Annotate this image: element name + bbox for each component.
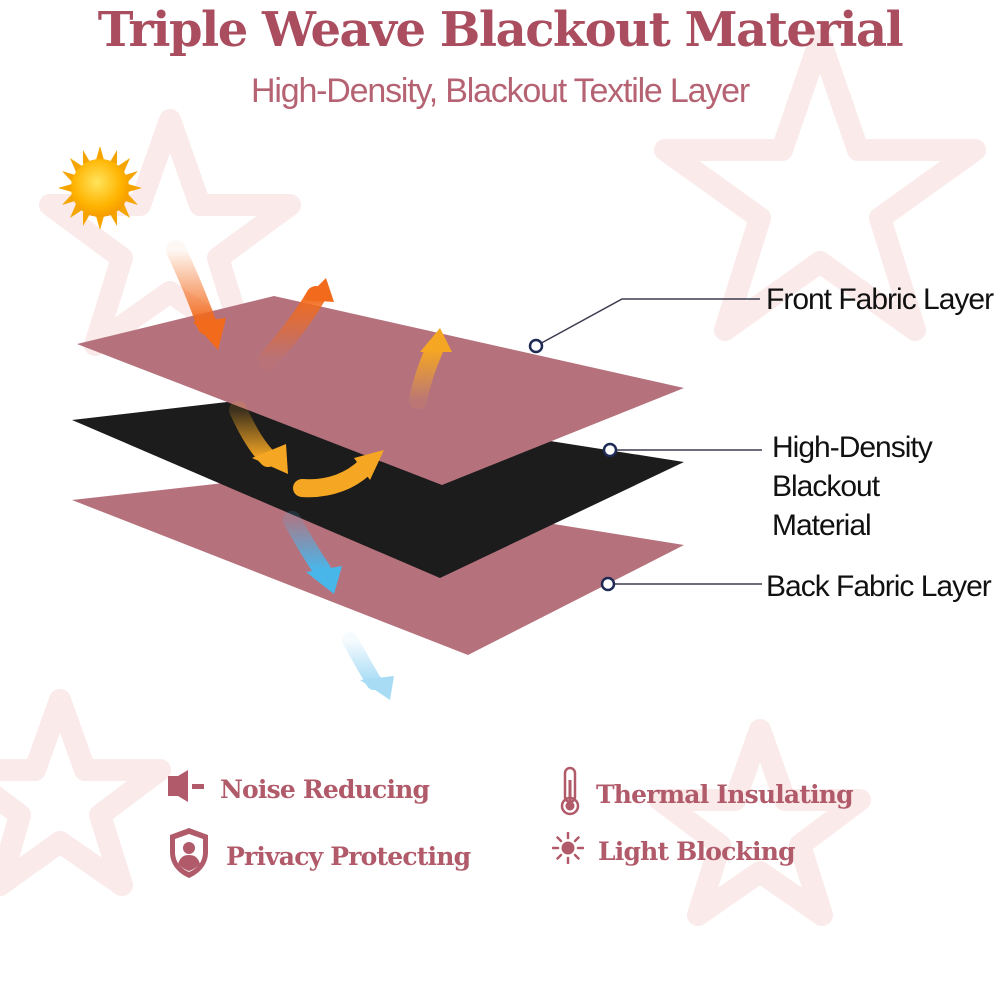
feature-thermal-insulating: Thermal Insulating [558, 766, 854, 822]
blackout-material-label: High-Density Blackout Material [772, 431, 933, 542]
heat-arrow-icon [258, 278, 334, 370]
shield-user-icon [166, 826, 212, 886]
back-layer-marker [600, 576, 616, 592]
thermometer-icon [558, 766, 582, 822]
cool-arrow-icon [283, 511, 342, 594]
light-arrow-icon [293, 450, 384, 498]
sun-icon [58, 146, 142, 230]
middle-layer-marker [602, 442, 618, 458]
light-arrow-icon [409, 328, 452, 409]
light-arrow-icon [229, 401, 288, 474]
feature-light-blocking: Light Blocking [551, 831, 796, 870]
front-fabric-label: Front Fabric Layer [766, 283, 994, 316]
background-star-icon [0, 689, 171, 896]
sun-outline-icon [551, 831, 585, 870]
front-fabric-layer [77, 296, 684, 485]
cool-arrow-icon [342, 632, 394, 700]
page-title: Triple Weave Blackout Material [97, 2, 904, 58]
front-layer-leader [535, 298, 760, 347]
speaker-icon [166, 770, 206, 808]
feature-privacy-protecting: Privacy Protecting [166, 826, 471, 886]
page-subtitle: High-Density, Blackout Textile Layer [251, 72, 750, 110]
heat-arrow-icon [166, 240, 226, 350]
background-star-icon [649, 719, 871, 926]
front-layer-marker [528, 338, 544, 354]
back-fabric-label: Back Fabric Layer [766, 570, 992, 603]
feature-noise-reducing: Noise Reducing [166, 770, 430, 808]
background-star-icon [654, 29, 986, 341]
